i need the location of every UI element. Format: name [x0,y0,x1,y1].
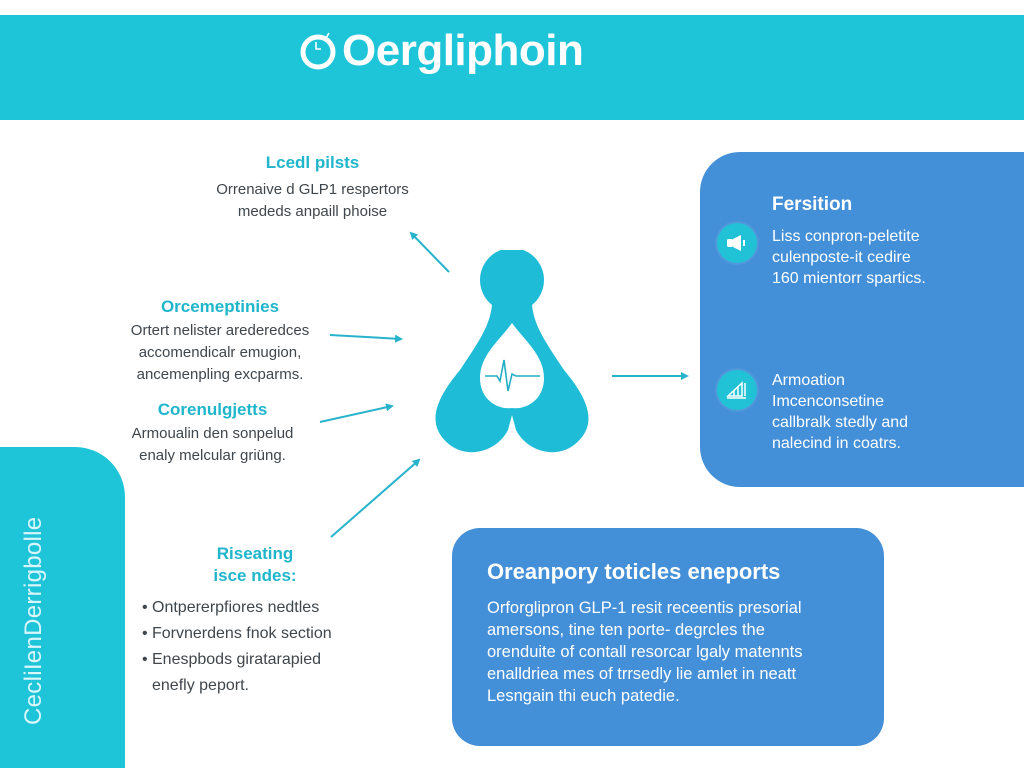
feature-card-item-2: Armoation Imcenconsetine callbralk stedl… [772,372,909,452]
info-block-heading: Riseating [216,544,294,563]
feature-card-title: Fersition [772,194,853,215]
summary-card-title: Oreanpory toticles eneports [487,559,781,584]
info-block-heading: Corenulgjetts [157,400,268,419]
feature-card-item-1: Liss conpron-peletite culenposte-it cedi… [772,228,926,287]
info-block-2: Orcemeptinies Ortert nelister arederedce… [110,297,330,386]
chart-ramp-icon [717,370,757,410]
info-block-heading: Lcedl pilsts [265,153,360,172]
header-banner [0,15,1024,120]
list-item-continuation: enefly peport. [152,677,249,694]
bullet-list: •Ontpererpfiores nedtles •Forvnerdens fn… [142,595,332,699]
molecule-heartbeat-icon [420,250,600,460]
info-block-heading: Orcemeptinies [160,297,280,316]
info-block-line: enaly melcular griüng. [139,447,286,464]
megaphone-icon [717,223,757,263]
info-block-line: mededs anpaill phoise [237,203,388,220]
summary-card [452,528,884,746]
info-block-line: ancemenpling excparms. [136,366,304,383]
info-block-line: Armoualin den sonpelud [131,425,294,442]
info-block-line: accomendicalr emugion, [138,344,302,361]
list-item: •Enespbods giratarapied [142,651,322,668]
info-block-line: Ortert nelister arederedces [130,322,310,339]
summary-card-body: Orforglipron GLP-1 resit receentis preso… [487,599,803,705]
list-item: •Forvnerdens fnok section [142,625,332,642]
brand: Oerglipho​in [300,26,584,75]
page-title: Oerglipho​in [342,26,584,75]
info-block-4: Riseating isce ndes: [190,543,320,587]
info-block-line: Orrenaive d GLP1 respertors [216,181,409,198]
info-block-3: Corenulgjetts Armoualin den sonpelud ena… [110,400,315,467]
info-block-1: Lcedl pilsts Orrenaive d GLP1 respertors… [200,153,425,223]
clock-circle-icon [300,28,340,74]
list-item: •Ontpererpfiores nedtles [142,599,320,616]
info-block-heading: isce ndes: [213,566,297,585]
side-panel [0,447,125,768]
feature-card [700,152,1024,487]
